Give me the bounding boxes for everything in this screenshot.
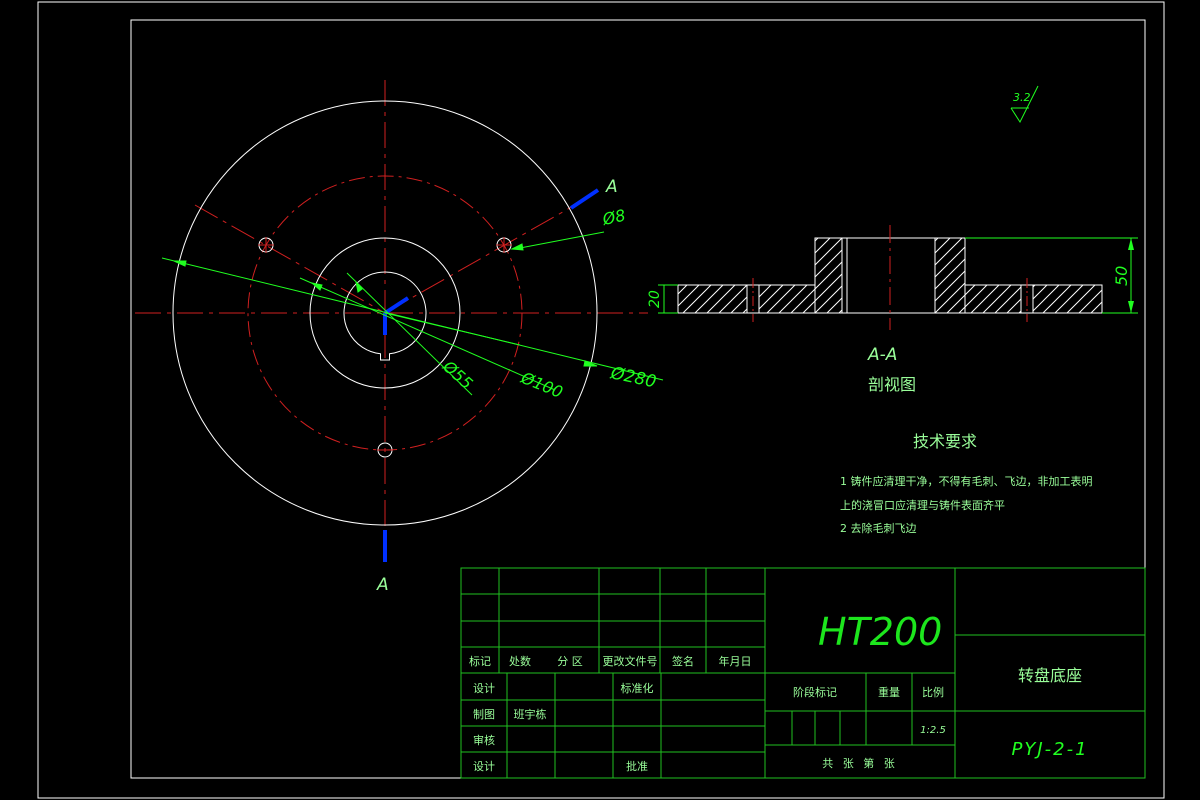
- header-sign: 签名: [672, 654, 694, 668]
- dim-base: 20: [647, 290, 663, 308]
- diagonal-centerline-left: [194, 204, 386, 314]
- tech-req-line2: 上的浇冒口应清理与铸件表面齐平: [840, 498, 1005, 512]
- row-draw: 制图: [473, 708, 495, 721]
- row-approve: 批准: [626, 759, 648, 773]
- outer-sheet-border: [37, 1, 1165, 799]
- hatch-left-flange-a: [677, 284, 748, 314]
- hatch-right-hub: [934, 237, 966, 314]
- section-mark-top: [569, 188, 600, 210]
- diagonal-centerline-right: [384, 204, 576, 314]
- surface-finish-symbol: 3.2: [1010, 85, 1039, 124]
- row-check: 审核: [473, 733, 495, 747]
- hub-circle: [309, 237, 461, 389]
- surface-finish-value: 3.2: [1013, 91, 1031, 104]
- row-standard: 标准化: [621, 681, 654, 695]
- sheet-count: 共 张 第 张: [822, 756, 898, 770]
- hatch-left-flange-b: [758, 284, 816, 314]
- technical-requirements: 技术要求 1 铸件应清理干净，不得有毛刺、飞边，非加工表明 上的浇冒口应清理与铸…: [840, 432, 1093, 535]
- header-zone: 分 区: [557, 655, 583, 668]
- row-design-2: 设计: [473, 760, 495, 773]
- header-date: 年月日: [719, 654, 752, 668]
- drawing-number: PYJ-2-1: [1011, 739, 1088, 760]
- weight-label: 重量: [878, 685, 900, 699]
- section-letter-bottom: A: [376, 575, 389, 595]
- dim-hub-diameter: Ø55: [439, 356, 477, 393]
- plan-view: Ø280 Ø100 Ø55 Ø8 A A: [135, 80, 664, 595]
- material-label: HT200: [818, 610, 942, 654]
- section-mark-center-d: [383, 296, 410, 315]
- arrow-50-top: [1128, 238, 1134, 250]
- scale-value: 1:2.5: [920, 725, 946, 736]
- tech-req-title: 技术要求: [913, 432, 977, 451]
- dimension-leaders: [161, 231, 664, 396]
- row-drawer-name: 班宇栋: [514, 707, 547, 721]
- hatch-right-flange-b: [1032, 284, 1103, 314]
- dim-pitch-diameter: Ø100: [518, 368, 566, 402]
- hatch-right-flange-a: [964, 284, 1022, 314]
- title-block: [460, 567, 1146, 779]
- section-view: 50 20 A-A 剖视图: [647, 225, 1138, 394]
- header-mark: 标记: [469, 654, 491, 668]
- tech-req-line1: 1 铸件应清理干净，不得有毛刺、飞边，非加工表明: [840, 474, 1093, 488]
- section-dimensions: [658, 237, 1138, 314]
- section-caption: 剖视图: [868, 375, 916, 394]
- arrow-50-bottom: [1128, 301, 1134, 313]
- title-block-labels: 标记 处数 分 区 更改文件号 签名 年月日 设计 制图 班宇栋 审核 设计 标…: [469, 654, 946, 773]
- section-name: A-A: [867, 345, 897, 365]
- tech-req-line3: 2 去除毛刺飞边: [840, 521, 917, 535]
- header-count: 处数: [509, 655, 531, 668]
- dim-outer-diameter: Ø280: [608, 363, 658, 392]
- dim-hole-diameter: Ø8: [600, 206, 627, 230]
- outer-disc-circle: [172, 100, 598, 526]
- section-letter-top: A: [605, 177, 618, 197]
- stage-mark-label: 阶段标记: [793, 685, 837, 699]
- bore-with-keyway: [343, 271, 427, 361]
- row-design: 设计: [473, 682, 495, 695]
- header-doc-no: 更改文件号: [603, 654, 658, 668]
- dim-height: 50: [1112, 266, 1131, 286]
- part-name: 转盘底座: [1018, 666, 1082, 685]
- hatch-left-hub: [814, 237, 843, 314]
- scale-label: 比例: [922, 685, 944, 699]
